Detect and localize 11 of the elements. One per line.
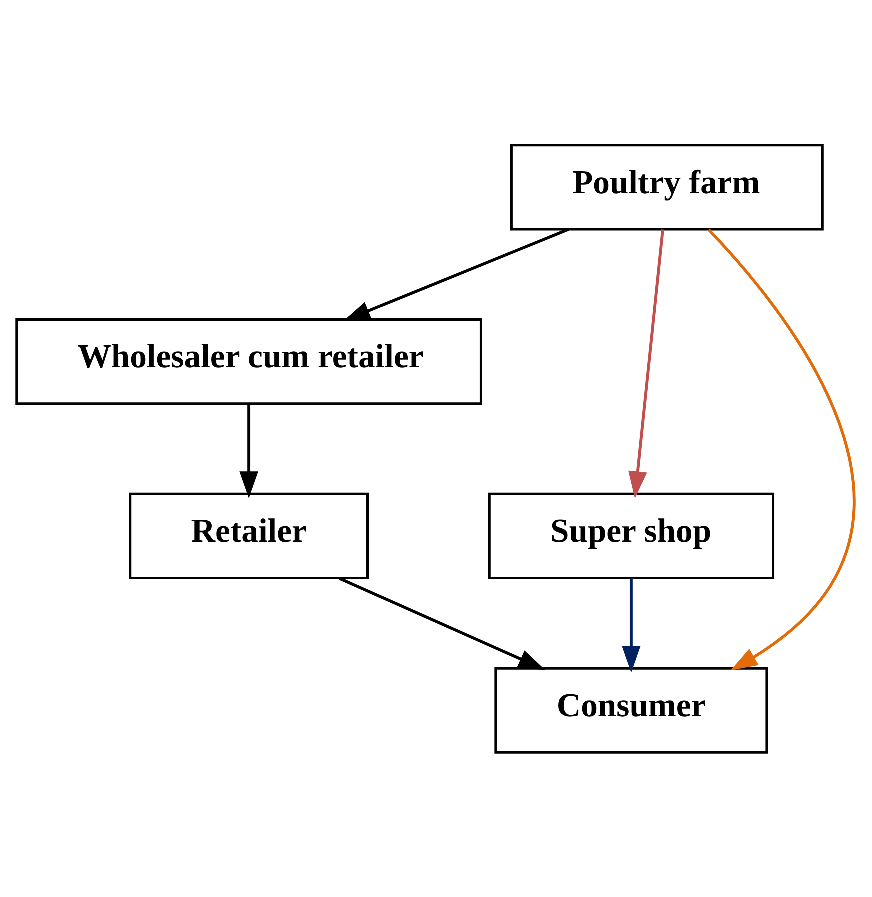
node-box: Poultry farm <box>510 144 824 230</box>
arrow <box>240 404 258 498</box>
node-box: Super shop <box>488 492 775 579</box>
arrow <box>339 576 546 670</box>
node-box: Retailer <box>129 492 370 579</box>
arrow <box>622 578 641 672</box>
arrow <box>628 229 664 498</box>
node-box: Consumer <box>494 666 768 754</box>
node-box: Wholesaler cum retailer <box>16 318 482 405</box>
arrow <box>708 228 856 670</box>
arrow <box>344 228 570 321</box>
